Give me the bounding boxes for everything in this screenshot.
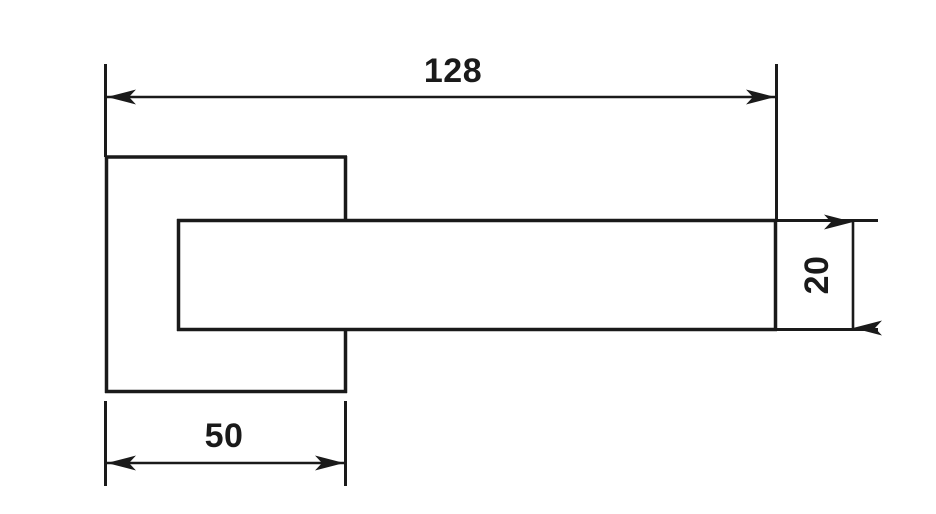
- part-geometry: [104, 155, 778, 394]
- dimension-label-50: 50: [205, 417, 244, 455]
- dimension-rose-width: 50: [104, 401, 347, 486]
- dimension-overall-length: 128: [104, 52, 778, 221]
- lever-outline: [176, 218, 778, 332]
- dimension-label-128: 128: [424, 52, 482, 90]
- dimension-label-20: 20: [798, 256, 836, 295]
- dimension-lever-height: 20: [776, 214, 882, 336]
- rose-outline: [104, 155, 348, 394]
